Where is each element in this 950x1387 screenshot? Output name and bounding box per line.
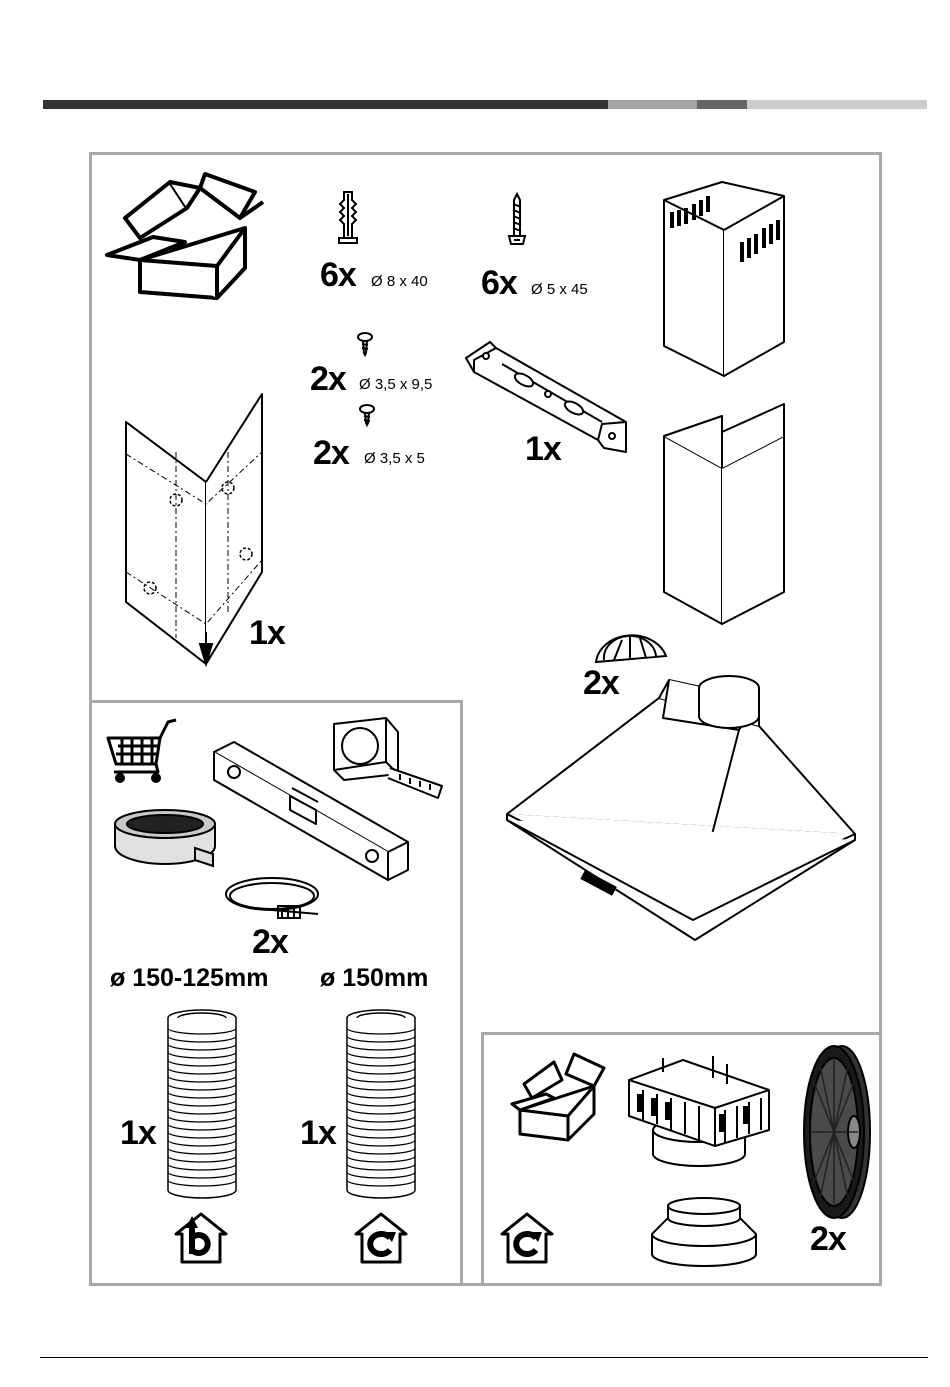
drilling-template-icon — [120, 392, 270, 672]
tape-measure-icon — [330, 716, 450, 806]
small-screw-b-icon — [357, 404, 377, 426]
header-bar-segment-2 — [608, 100, 697, 109]
lower-chimney-icon — [660, 402, 790, 628]
motor-assembly-icon — [623, 1050, 773, 1168]
open-cardboard-box-icon — [105, 170, 270, 300]
filter-kit-box-icon — [510, 1050, 610, 1144]
small-screw-a-icon — [355, 332, 375, 356]
footer-rule — [40, 1357, 928, 1358]
wall-plug-icon — [335, 190, 361, 245]
charcoal-filter-icon — [800, 1042, 872, 1222]
long-screw-spec: Ø 5 x 45 — [531, 282, 588, 297]
carbon-filter-quantity: 2x — [810, 1222, 846, 1256]
pipe-b-diameter: ø 150mm — [320, 966, 428, 991]
small-screw-a-quantity: 2x — [310, 362, 346, 396]
header-bar-segment-4 — [747, 100, 927, 109]
wall-plug-quantity: 6x — [320, 258, 356, 292]
clamp-quantity: 2x — [252, 925, 288, 959]
tape-roll-icon — [113, 808, 217, 868]
long-screw-icon — [505, 192, 529, 250]
duct-adapter-icon — [648, 1194, 760, 1270]
long-screw-quantity: 6x — [481, 266, 517, 300]
template-quantity: 1x — [249, 616, 285, 650]
shopping-cart-icon — [104, 716, 180, 786]
small-screw-b-quantity: 2x — [313, 436, 349, 470]
wall-plug-spec: Ø 8 x 40 — [371, 274, 428, 289]
pipe-a-quantity: 1x — [120, 1116, 156, 1150]
pipe-a-diameter: ø 150-125mm — [110, 966, 268, 991]
flexible-pipe-b-icon — [342, 1008, 420, 1200]
house-b-icon — [172, 1208, 230, 1266]
filter-kit-house-c-icon — [498, 1208, 556, 1266]
bracket-quantity: 1x — [525, 432, 561, 466]
pipe-b-quantity: 1x — [300, 1116, 336, 1150]
upper-chimney-icon — [660, 180, 790, 380]
flexible-pipe-a-icon — [163, 1008, 241, 1200]
header-bar-segment-3 — [697, 100, 747, 109]
small-screw-a-spec: Ø 3,5 x 9,5 — [359, 377, 432, 392]
house-c-icon — [352, 1208, 410, 1266]
hose-clamp-icon — [222, 872, 330, 922]
small-screw-b-spec: Ø 3,5 x 5 — [364, 451, 425, 466]
cooker-hood-icon — [503, 670, 863, 946]
header-bar-segment-1 — [43, 100, 608, 109]
